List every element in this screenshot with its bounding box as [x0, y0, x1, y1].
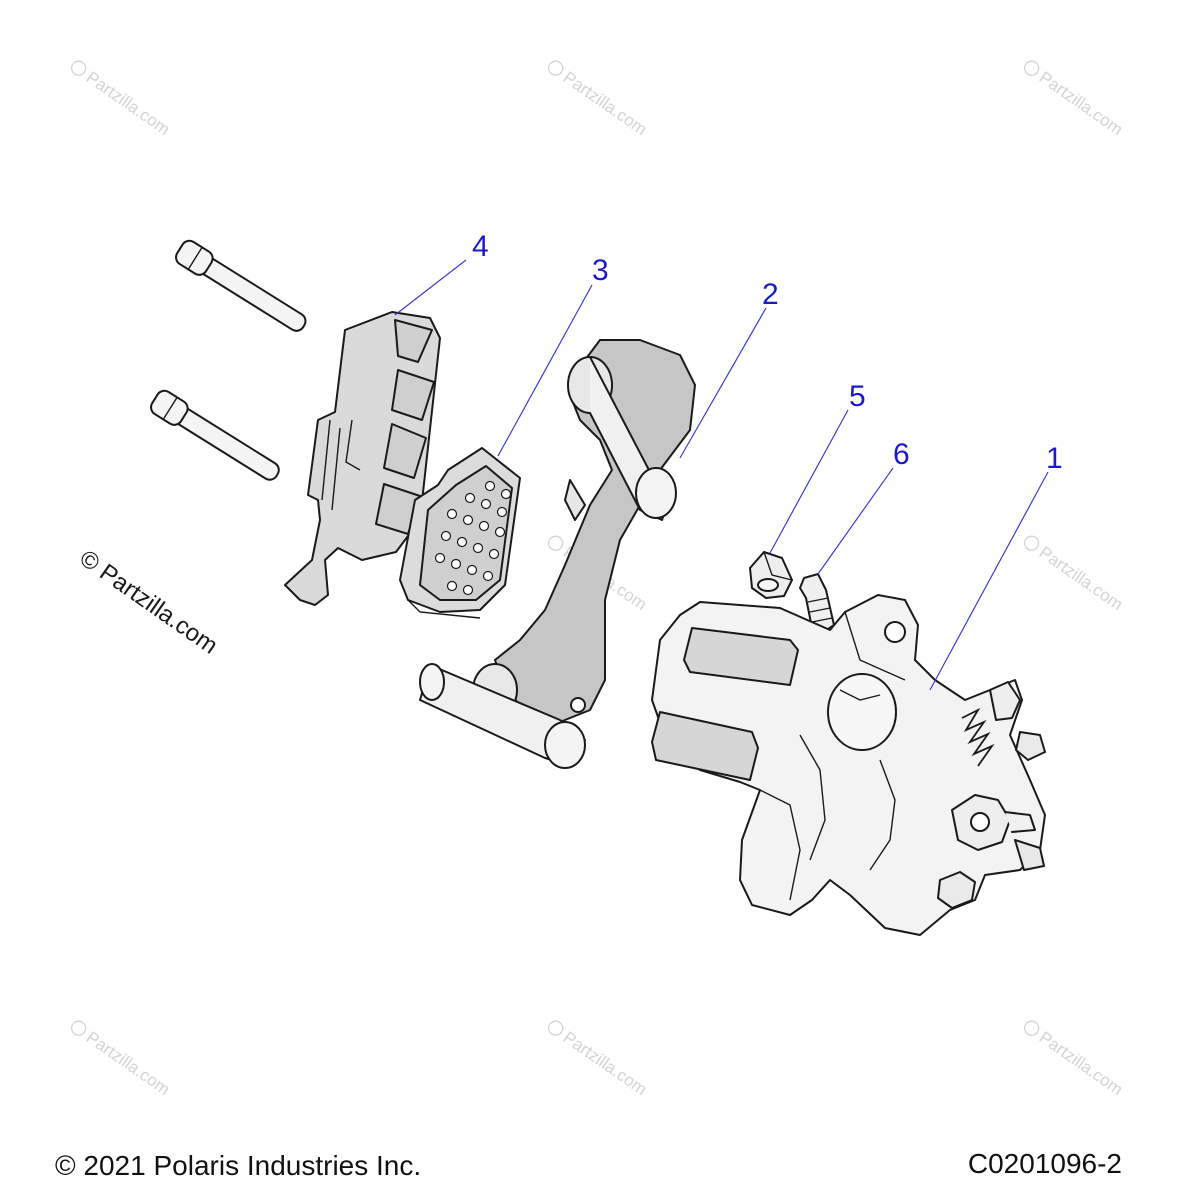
leader-line-6: [817, 467, 894, 575]
callout-3[interactable]: 3: [592, 254, 609, 287]
callout-2[interactable]: 2: [762, 278, 779, 311]
watermark-text-large: © Partzilla.com: [75, 545, 223, 660]
bleeder-cap: [749, 551, 793, 599]
leader-line-1: [929, 471, 1049, 691]
brake-pad-inner: [399, 447, 521, 619]
callout-1[interactable]: 1: [1046, 442, 1063, 475]
copyright-circle-icon: [70, 60, 87, 76]
parking-spring: [961, 681, 1021, 767]
watermark-text: Partzilla.com: [560, 68, 651, 139]
brake-pad-outer: [284, 311, 441, 606]
copyright-circle-icon: [70, 1020, 87, 1036]
copyright-circle-icon: [1023, 1020, 1040, 1036]
watermark-text: Partzilla.com: [1036, 68, 1127, 139]
callout-6[interactable]: 6: [893, 438, 910, 471]
leader-line-4: [394, 259, 467, 316]
leader-lines: [394, 259, 1049, 691]
diagram-id: C0201096-2: [967, 1148, 1122, 1179]
watermark-text: Partzilla.com: [83, 68, 174, 139]
callout-5[interactable]: 5: [849, 380, 866, 413]
watermark-text: Partzilla.com: [560, 1028, 651, 1099]
callout-4[interactable]: 4: [472, 230, 489, 263]
leader-line-2: [679, 307, 767, 459]
leader-line-3: [497, 284, 593, 457]
copyright-circle-icon: [1023, 535, 1040, 551]
copyright-circle-icon: [547, 1020, 564, 1036]
watermark-text: Partzilla.com: [83, 1028, 174, 1099]
copyright-circle-icon: [547, 60, 564, 76]
copyright-footer: © 2021 Polaris Industries Inc.: [55, 1150, 422, 1181]
watermark-text: Partzilla.com: [1036, 1028, 1127, 1099]
callout-labels: 4 3 2 5 6 1: [472, 230, 1063, 475]
watermark-text: Partzilla.com: [1036, 543, 1127, 614]
caliper-body: [651, 594, 1046, 936]
leader-line-5: [769, 409, 849, 554]
copyright-circle-icon: [547, 535, 564, 551]
mounting-pins: [150, 239, 307, 481]
pad-hole-grid: [434, 480, 512, 596]
caliper-bracket: [419, 339, 696, 769]
copyright-circle-icon: [1023, 60, 1040, 76]
